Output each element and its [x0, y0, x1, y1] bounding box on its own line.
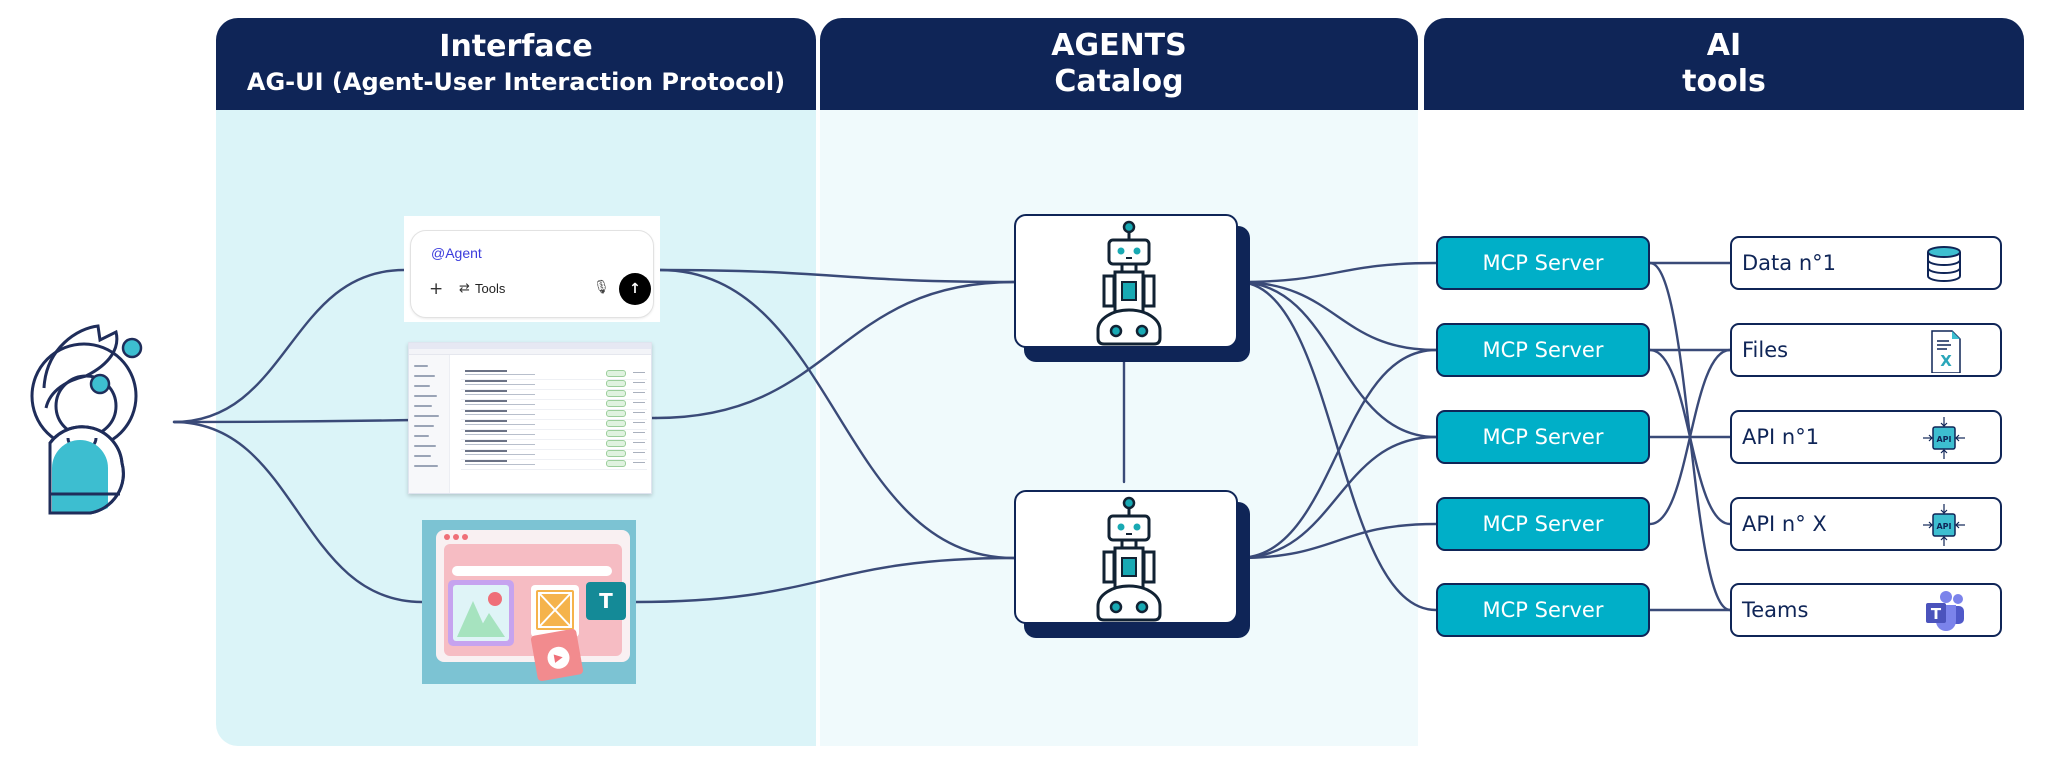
window-dot — [444, 534, 450, 540]
list-row-placeholder — [461, 369, 647, 380]
illustration-search-bar — [452, 566, 612, 576]
tool-label: Data n°1 — [1742, 251, 1836, 275]
agent-mcp-wire — [1236, 280, 1438, 352]
tool-teams[interactable]: Teams T — [1730, 583, 2002, 637]
agent-card-2[interactable] — [1014, 490, 1238, 624]
user-interface-wire — [172, 420, 424, 604]
tool-label: API n°1 — [1742, 425, 1820, 449]
tools-title: AI — [1706, 28, 1742, 63]
app-titlebar — [409, 343, 651, 349]
tools-column-header: AI tools — [1424, 18, 2024, 110]
mcp-server-4[interactable]: MCP Server — [1436, 497, 1650, 551]
app-screenshot-thumbnail — [408, 342, 652, 494]
microphone-icon[interactable]: 🎙 — [593, 280, 610, 295]
sidebar-item-placeholder — [414, 445, 436, 447]
api-icon: API — [1923, 417, 1965, 459]
tool-data-1[interactable]: Data n°1 — [1730, 236, 2002, 290]
video-card-icon: ▶ — [530, 628, 584, 682]
window-dot — [453, 534, 459, 540]
chat-input-text[interactable]: @Agent — [431, 245, 482, 261]
interface-subtitle: AG-UI (Agent-User Interaction Protocol) — [246, 68, 786, 96]
agent-mcp-wire — [1236, 280, 1438, 439]
tools-subtitle: tools — [1682, 64, 1766, 99]
cross-box-icon — [538, 592, 572, 628]
mcp-server-2[interactable]: MCP Server — [1436, 323, 1650, 377]
interface-agent-wire — [654, 280, 1016, 420]
agent-mcp-wire — [1236, 261, 1438, 284]
teams-icon: T — [1926, 591, 1964, 631]
agents-column-header: AGENTS Catalog — [820, 18, 1418, 110]
mcp-server-3[interactable]: MCP Server — [1436, 410, 1650, 464]
robot-icon — [1096, 496, 1162, 622]
sliders-icon[interactable]: ⇄ — [459, 281, 470, 296]
list-row-placeholder — [461, 419, 647, 430]
send-button[interactable]: ↑ — [619, 273, 651, 305]
app-sidebar — [409, 355, 450, 493]
tool-files[interactable]: Files X — [1730, 323, 2002, 377]
sidebar-item-placeholder — [414, 385, 430, 387]
interface-agent-wire — [658, 268, 1016, 284]
list-row-placeholder — [461, 459, 647, 470]
sidebar-item-placeholder — [414, 425, 434, 427]
list-row-placeholder — [461, 439, 647, 450]
chat-interface-card[interactable]: @Agent + ⇄ Tools 🎙 ↑ — [404, 216, 660, 322]
mcp-server-5[interactable]: MCP Server — [1436, 583, 1650, 637]
api-icon: API — [1923, 504, 1965, 546]
list-row-placeholder — [461, 399, 647, 410]
tool-label: API n° X — [1742, 512, 1827, 536]
sidebar-item-placeholder — [414, 455, 431, 457]
attach-plus-button[interactable]: + — [429, 279, 444, 299]
agents-subtitle: Catalog — [1054, 64, 1184, 99]
image-placeholder-icon — [448, 580, 514, 646]
list-row-placeholder — [461, 409, 647, 420]
agent-mcp-wire — [1236, 280, 1438, 612]
database-icon — [1927, 246, 1961, 282]
interface-agent-wire — [634, 556, 1016, 604]
sidebar-item-placeholder — [414, 465, 438, 467]
sidebar-item-placeholder — [414, 375, 435, 377]
layout-placeholder-icon — [531, 585, 579, 637]
excel-file-icon: X — [1931, 330, 1961, 373]
sidebar-item-placeholder — [414, 405, 432, 407]
interface-column-header: Interface AG-UI (Agent-User Interaction … — [216, 18, 816, 110]
robot-icon — [1096, 220, 1162, 346]
agent-mcp-wire — [1236, 435, 1438, 560]
tool-label: Teams — [1742, 598, 1809, 622]
mountain-icon — [457, 592, 505, 637]
play-icon: ▶ — [545, 645, 572, 671]
svg-text:X: X — [1940, 352, 1952, 370]
interface-agent-wire — [658, 268, 1016, 560]
mcp-server-1[interactable]: MCP Server — [1436, 236, 1650, 290]
tools-button[interactable]: Tools — [475, 281, 506, 296]
sidebar-item-placeholder — [414, 435, 429, 437]
agent-card-1[interactable] — [1014, 214, 1238, 348]
list-row-placeholder — [461, 429, 647, 440]
agent-mcp-wire — [1236, 522, 1438, 560]
window-dot — [462, 534, 468, 540]
agent-mcp-wire — [1236, 348, 1438, 560]
list-row-placeholder — [461, 449, 647, 460]
tool-label: Files — [1742, 338, 1789, 362]
sidebar-item-placeholder — [414, 415, 439, 417]
interface-title: Interface — [439, 29, 593, 64]
tool-api-x[interactable]: API n° X API — [1730, 497, 2002, 551]
mcp-tool-wire — [1648, 348, 1732, 526]
tool-api-1[interactable]: API n°1 API — [1730, 410, 2002, 464]
chat-input-box[interactable]: @Agent + ⇄ Tools 🎙 ↑ — [410, 230, 654, 318]
web-builder-illustration: T ▶ — [422, 520, 636, 684]
user-icon — [30, 324, 143, 515]
app-urlbar — [409, 349, 651, 355]
sidebar-item-placeholder — [414, 365, 428, 367]
user-interface-wire — [172, 268, 406, 424]
list-row-placeholder — [461, 389, 647, 400]
sidebar-item-placeholder — [414, 395, 437, 397]
svg-text:API: API — [1936, 435, 1951, 444]
svg-text:T: T — [1931, 605, 1942, 623]
agents-title: AGENTS — [1051, 28, 1187, 63]
list-row-placeholder — [461, 379, 647, 390]
text-tool-icon: T — [586, 582, 626, 620]
svg-text:API: API — [1936, 522, 1951, 531]
arrow-up-icon: ↑ — [629, 281, 641, 297]
